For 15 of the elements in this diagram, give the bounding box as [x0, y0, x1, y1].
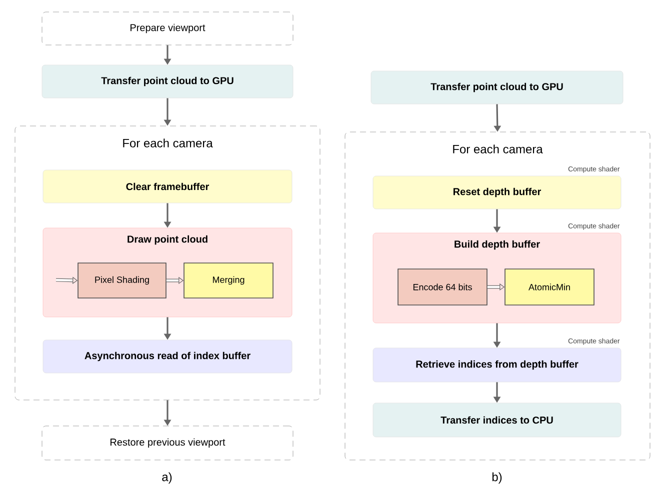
process-box: Clear framebuffer	[42, 170, 292, 204]
panel-label: b)	[492, 472, 502, 484]
dashed-box: Restore previous viewport	[42, 426, 294, 460]
process-box: Retrieve indices from depth buffer	[372, 348, 622, 382]
stage-box: Encode 64 bits	[398, 268, 488, 306]
process-box: Transfer point cloud to GPU	[370, 70, 624, 104]
stage-box: Merging	[184, 262, 274, 298]
process-box: Transfer point cloud to GPU	[42, 64, 294, 98]
process-box: Transfer indices to CPU	[372, 402, 622, 438]
process-box: Reset depth buffer	[372, 176, 622, 210]
dashed-box: Prepare viewport	[42, 12, 294, 46]
stage-box: AtomicMin	[504, 268, 594, 306]
stage-box: Pixel Shading	[78, 262, 166, 298]
process-box: Asynchronous read of index buffer	[42, 340, 292, 374]
panel-label: a)	[162, 472, 172, 484]
